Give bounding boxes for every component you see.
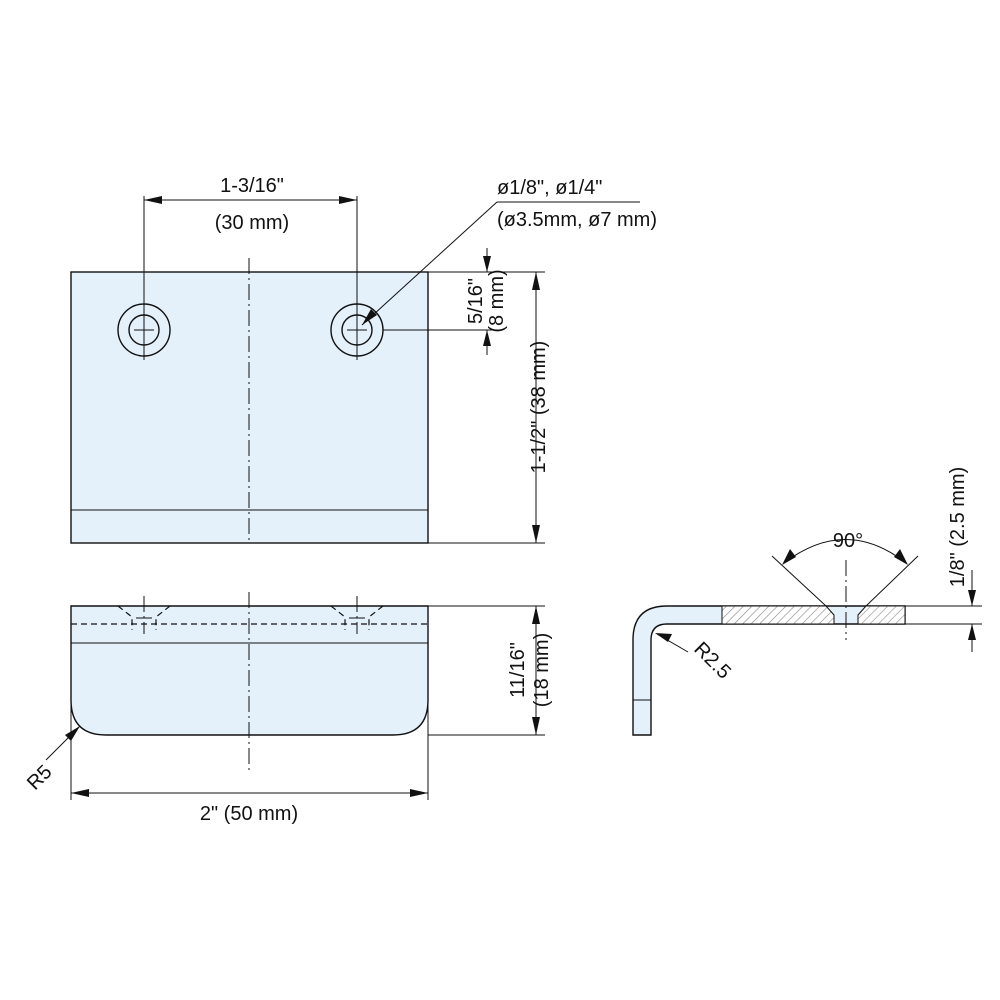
height-label: 1-1/2" (38 mm) xyxy=(528,341,550,474)
section-hatch-right xyxy=(857,605,906,625)
bend-radius-label: R2.5 xyxy=(690,638,735,683)
hole-offset-dimension: 5/16" (8 mm) xyxy=(383,248,545,355)
front-view xyxy=(70,258,429,544)
hole-spacing-dimension: 1-3/16" (30 mm) xyxy=(143,175,358,360)
hidden-hole-right xyxy=(330,596,384,634)
countersink-angle-label: 90° xyxy=(833,530,863,552)
height-dimension: 1-1/2" (38 mm) xyxy=(428,272,550,544)
hole-offset-imperial: 5/16" xyxy=(465,278,487,324)
hole-offset-metric: (8 mm) xyxy=(486,269,508,332)
thickness-label: 1/8" (2.5 mm) xyxy=(947,467,969,587)
lip-height-metric: (18 mm) xyxy=(531,633,553,707)
bend-radius-callout: R2.5 xyxy=(655,633,735,683)
width-dimension: 2" (50 mm) xyxy=(70,700,429,825)
thickness-dimension: 1/8" (2.5 mm) xyxy=(905,467,982,652)
side-view xyxy=(632,560,906,736)
hidden-hole-left xyxy=(117,596,171,634)
lip-height-imperial: 11/16" xyxy=(507,642,529,698)
hole-diameter-metric: (ø3.5mm, ø7 mm) xyxy=(497,209,657,231)
corner-radius-label: R5 xyxy=(23,761,57,795)
hole-spacing-imperial: 1-3/16" xyxy=(220,175,284,197)
hole-diameter-callout: ø1/8", ø1/4" (ø3.5mm, ø7 mm) xyxy=(361,177,657,326)
section-hatch-left xyxy=(721,605,835,625)
hole-spacing-metric: (30 mm) xyxy=(215,212,289,234)
countersink-angle-dimension: 90° xyxy=(771,530,919,607)
width-label: 2" (50 mm) xyxy=(200,803,298,825)
hole-diameter-imperial: ø1/8", ø1/4" xyxy=(497,177,602,199)
bottom-view xyxy=(70,592,429,772)
lip-height-dimension: 11/16" (18 mm) xyxy=(428,605,553,736)
bracket-section xyxy=(632,605,906,736)
